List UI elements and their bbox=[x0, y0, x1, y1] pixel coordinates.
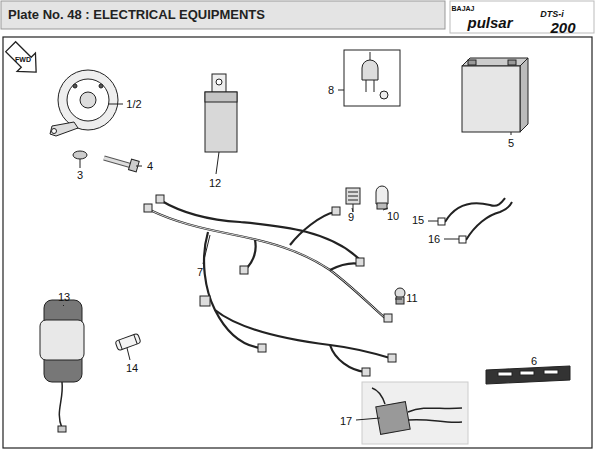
fuse bbox=[115, 333, 141, 351]
plate-title: Plate No. 48 : ELECTRICAL EQUIPMENTS bbox=[8, 7, 265, 22]
tail-lamp bbox=[40, 300, 84, 432]
leader-lines bbox=[63, 90, 534, 420]
callout-number: 10 bbox=[387, 211, 399, 222]
bolt bbox=[104, 158, 139, 172]
title-band bbox=[1, 1, 445, 29]
callout-number: 6 bbox=[531, 356, 537, 367]
callout-number: 1/2 bbox=[126, 99, 141, 110]
fwd-arrow bbox=[1, 37, 45, 81]
flasher-unit bbox=[372, 388, 462, 434]
relay bbox=[205, 74, 237, 152]
callout-number: 12 bbox=[209, 178, 221, 189]
callout-number: 14 bbox=[126, 363, 138, 374]
panel bbox=[362, 382, 468, 444]
logo-brand: BAJAJ bbox=[452, 5, 475, 12]
callout-number: 3 bbox=[77, 170, 83, 181]
battery bbox=[462, 58, 528, 132]
wire-terminal bbox=[438, 218, 445, 225]
wiring-harness bbox=[150, 200, 390, 372]
connectors bbox=[144, 195, 396, 376]
horn bbox=[50, 70, 118, 136]
wire-terminal bbox=[459, 236, 466, 243]
logo-model: pulsar bbox=[467, 15, 512, 30]
callout-number: 17 bbox=[340, 416, 352, 427]
callout-number: 7 bbox=[197, 267, 203, 278]
callout-number: 13 bbox=[58, 292, 70, 303]
frame bbox=[3, 37, 592, 448]
callout-number: 11 bbox=[406, 293, 417, 304]
callout-number: 15 bbox=[412, 215, 424, 226]
callout-number: 16 bbox=[428, 234, 440, 245]
bulb bbox=[376, 186, 388, 209]
bulb-holder bbox=[344, 50, 400, 106]
fwd-label: FWD bbox=[15, 56, 31, 63]
logo-number: 200 bbox=[550, 20, 575, 35]
small-bulb bbox=[395, 288, 405, 304]
wire-leads bbox=[445, 198, 512, 240]
bracket-bar bbox=[486, 366, 570, 384]
callout-number: 4 bbox=[147, 161, 153, 172]
callout-number: 5 bbox=[508, 138, 514, 149]
spring-socket bbox=[346, 188, 360, 212]
callout-number: 8 bbox=[328, 85, 334, 96]
callout-number: 9 bbox=[348, 212, 354, 223]
logo-badge: DTS-i bbox=[540, 10, 564, 19]
washer bbox=[73, 151, 87, 159]
